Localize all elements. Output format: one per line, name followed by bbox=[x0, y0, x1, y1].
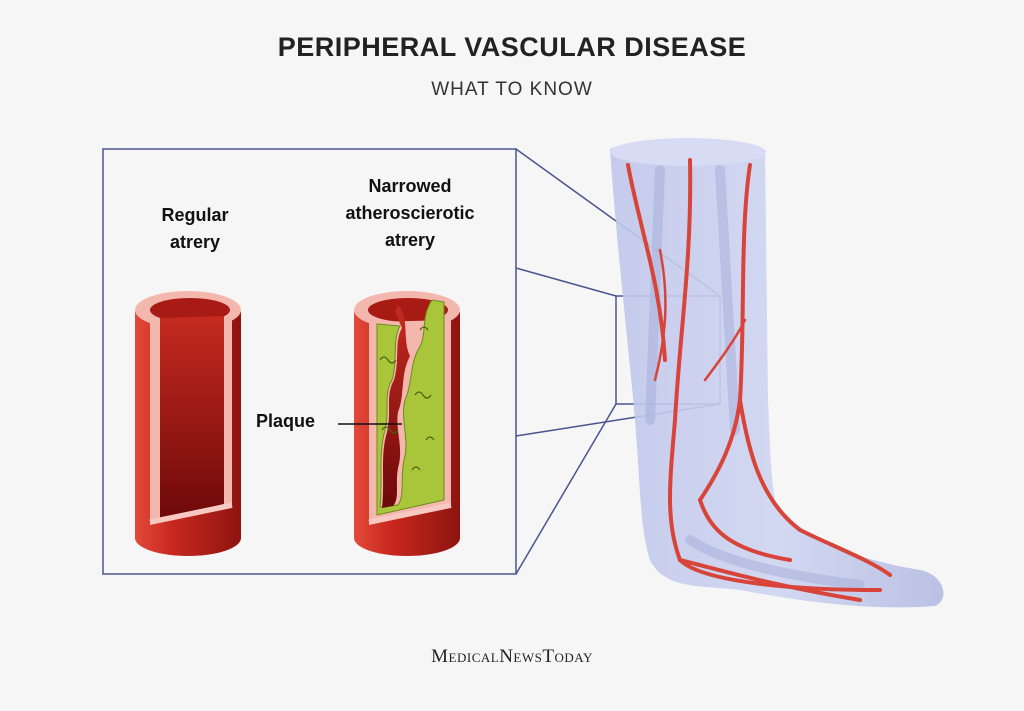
leg-arteries bbox=[626, 158, 892, 602]
plaque-label: Plaque bbox=[256, 411, 316, 431]
regular-label-line-2: atrery bbox=[169, 232, 221, 252]
regular-artery-label: Regular atrery bbox=[120, 202, 270, 256]
brand-logo: MedicalNewsToday bbox=[431, 646, 593, 667]
regular-label-line-1: Regular bbox=[161, 205, 229, 225]
page-subtitle: WHAT TO KNOW bbox=[431, 79, 593, 100]
narrowed-label-line-1: Narrowed bbox=[368, 176, 452, 196]
page-title: PERIPHERAL VASCULAR DISEASE bbox=[277, 32, 747, 62]
zoom-frame bbox=[102, 148, 517, 575]
regular-artery bbox=[135, 291, 241, 556]
narrowed-artery-label: Narrowed atheroscierotic atrery bbox=[310, 173, 510, 254]
leg-illustration bbox=[610, 138, 944, 608]
narrowed-label-line-3: atrery bbox=[384, 230, 436, 250]
plaque-deposit bbox=[376, 299, 445, 516]
narrowed-label-line-2: atheroscierotic bbox=[345, 203, 475, 223]
narrowed-artery bbox=[354, 291, 460, 556]
narrowed-lumen bbox=[382, 305, 410, 508]
